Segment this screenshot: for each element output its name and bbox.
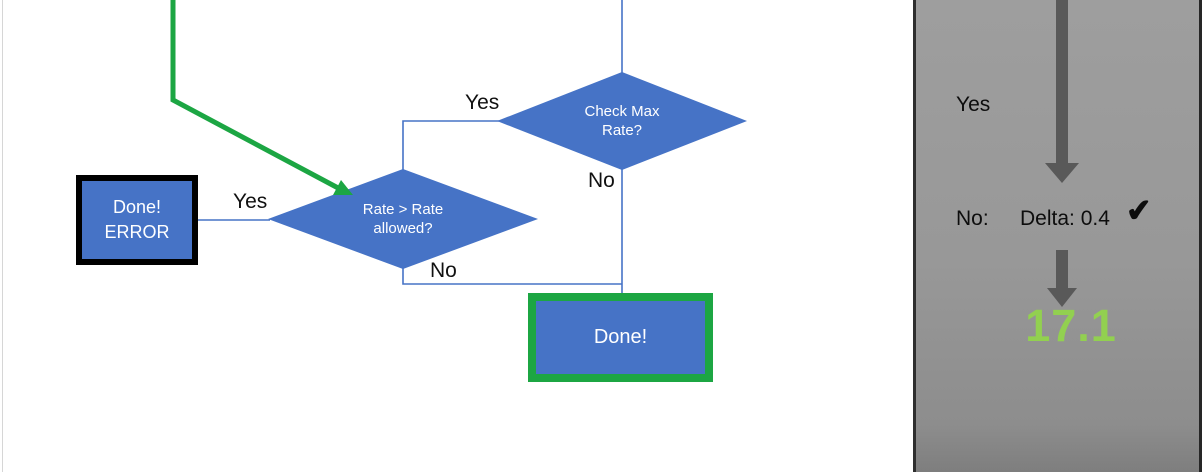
decision-rate-allowed-line1: Rate > Rate <box>362 201 444 218</box>
panel-label-yes: Yes <box>956 93 991 116</box>
side-panel: Yes No: Delta: 0.4 ✔ 17.1 <box>913 0 1202 472</box>
flowchart-canvas <box>170 0 747 294</box>
label-yes-rate-allowed: Yes <box>233 190 268 213</box>
down-arrow-2-icon <box>1047 288 1077 307</box>
decision-check-max-rate-line2: Rate? <box>601 122 643 139</box>
decision-check-max-rate <box>497 72 747 170</box>
label-no-rate-allowed: No <box>430 259 457 282</box>
panel-delta-value: Delta: 0.4 <box>1020 207 1110 230</box>
green-path-arrowhead-icon <box>333 180 353 195</box>
decision-rate-allowed-label: Rate > Rate allowed? <box>328 200 478 238</box>
green-path-arrow-line <box>170 0 342 192</box>
label-no-check-max-rate: No <box>588 169 615 192</box>
label-yes-check-max-rate: Yes <box>465 91 500 114</box>
done-error-line2: ERROR <box>104 222 170 242</box>
panel-label-no: No: <box>956 207 989 230</box>
done-box: Done! <box>528 293 713 382</box>
down-arrow-2-shaft <box>1056 250 1068 288</box>
slide-left-edge <box>2 0 3 472</box>
edge-yes-check-max-rate <box>402 120 499 170</box>
done-error-box: Done! ERROR <box>76 175 198 265</box>
decision-check-max-rate-line1: Check Max <box>584 103 660 120</box>
check-mark-icon: ✔ <box>1124 192 1154 229</box>
result-value: 17.1 <box>1025 300 1117 351</box>
decision-check-max-rate-label: Check Max Rate? <box>547 102 697 140</box>
done-error-line1: Done! <box>112 197 162 217</box>
down-arrow-1-icon <box>1045 163 1079 183</box>
done-box-label: Done! <box>593 326 648 348</box>
edge-no-rate-allowed <box>402 268 622 285</box>
decision-rate-allowed-line2: allowed? <box>373 220 433 237</box>
down-arrow-1-shaft <box>1056 0 1068 163</box>
